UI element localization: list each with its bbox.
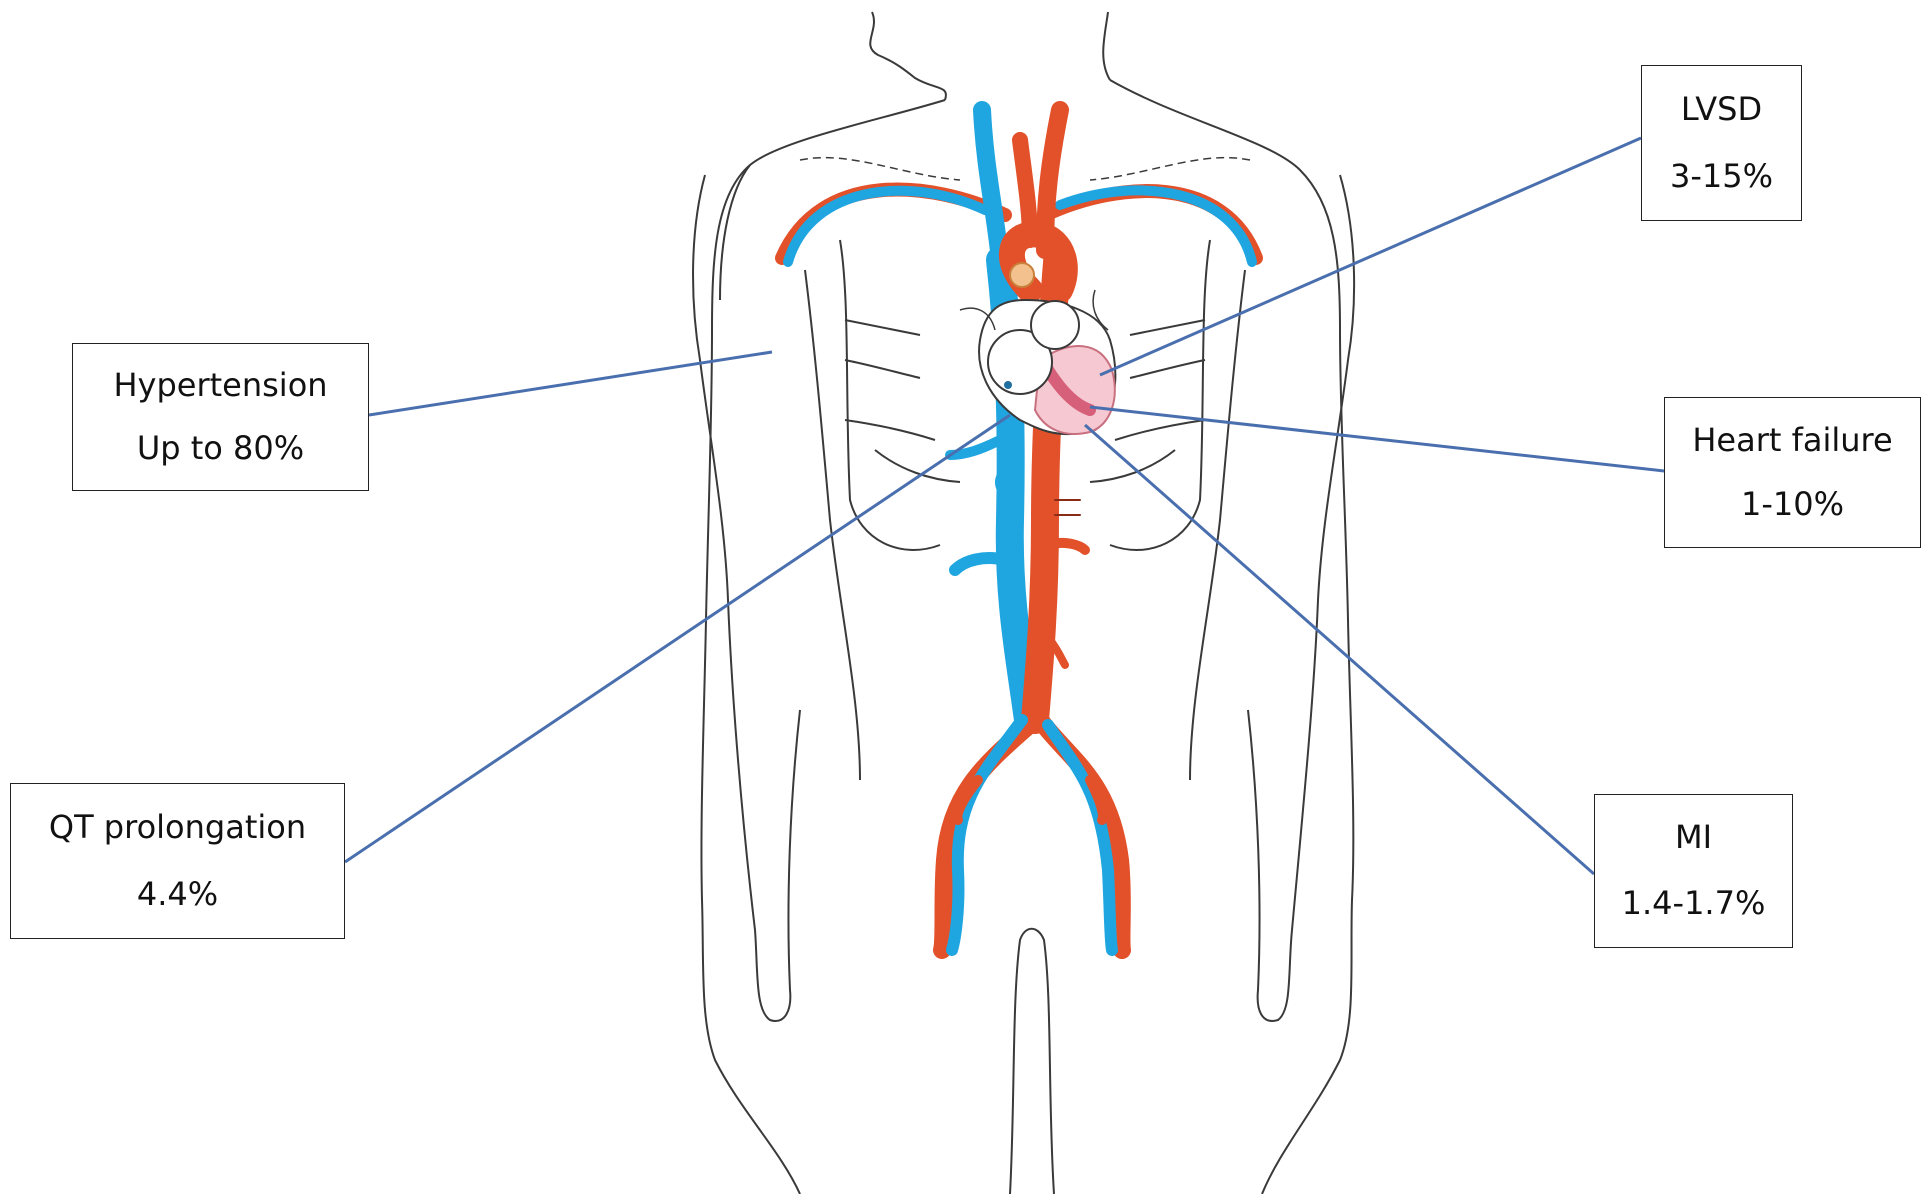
label-mi-name: MI xyxy=(1675,820,1712,855)
label-box-qt-prolongation: QT prolongation 4.4% xyxy=(10,783,345,939)
leader-line-qt xyxy=(345,415,1010,862)
label-mi-value: 1.4-1.7% xyxy=(1622,886,1766,921)
label-box-heart-failure: Heart failure 1-10% xyxy=(1664,397,1921,548)
jugular-vein xyxy=(982,110,1000,260)
label-lvsd-value: 3-15% xyxy=(1670,159,1773,194)
label-heart-failure-name: Heart failure xyxy=(1692,423,1892,458)
label-qt-prolongation-name: QT prolongation xyxy=(49,810,306,845)
label-box-mi: MI 1.4-1.7% xyxy=(1594,794,1793,948)
label-box-lvsd: LVSD 3-15% xyxy=(1641,65,1802,221)
label-qt-prolongation-value: 4.4% xyxy=(137,877,218,912)
label-box-hypertension: Hypertension Up to 80% xyxy=(72,343,369,491)
label-heart-failure-value: 1-10% xyxy=(1741,487,1844,522)
label-lvsd-name: LVSD xyxy=(1681,92,1762,127)
label-hypertension-name: Hypertension xyxy=(113,368,327,403)
left-subclavian-vein xyxy=(788,191,985,262)
label-hypertension-value: Up to 80% xyxy=(137,431,304,466)
right-subclavian-vein xyxy=(1060,190,1252,262)
leader-line-lvsd xyxy=(1100,138,1641,375)
leader-line-heart-failure xyxy=(1090,407,1664,471)
leader-line-mi xyxy=(1085,425,1594,874)
